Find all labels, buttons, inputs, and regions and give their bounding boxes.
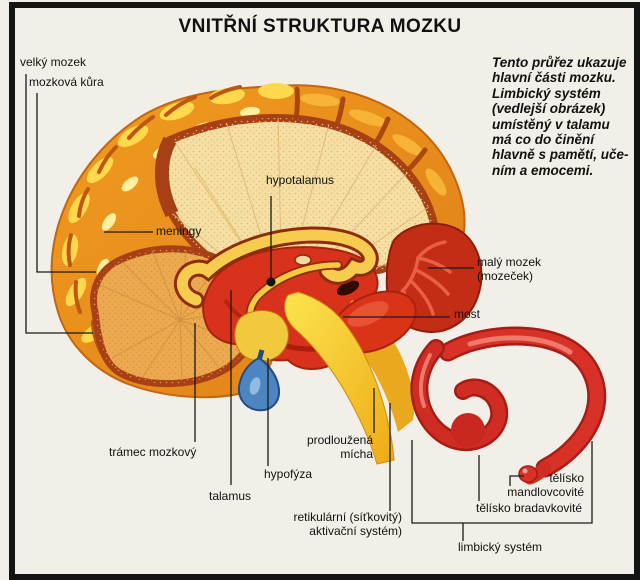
leader-mozkova-kura <box>36 93 96 273</box>
bracket-mandlovcovite <box>509 475 524 486</box>
label-telisko-bradavkovite: tělísko bradavkovité <box>476 501 583 515</box>
figure-title: VNITŘNÍ STRUKTURA MOZKU <box>178 16 462 37</box>
label-maly-mozek: malý mozek (mozeček) <box>477 255 542 283</box>
label-hypofyza: hypofýza <box>264 467 313 481</box>
leader-velky-mozek <box>25 74 93 334</box>
label-velky-mozek: velký mozek <box>20 55 87 69</box>
brainstem-shape <box>284 291 395 465</box>
label-tramec-mozkovy: trámec mozkový <box>109 445 197 459</box>
leader-lines <box>25 74 593 541</box>
label-prodlouzena-micha: prodloužená mícha <box>306 433 373 461</box>
pineal-cream-oval <box>294 254 312 266</box>
pituitary-gland-shape <box>238 349 281 412</box>
hypotalamus-dot <box>266 277 276 287</box>
label-telisko-mandlovcovite: tělísko mandlovcovité <box>507 471 584 499</box>
label-mozkova-kura: mozková kůra <box>29 75 104 89</box>
hypothalamus-region <box>234 310 289 362</box>
label-talamus: talamus <box>209 489 252 503</box>
corpus-callosum-band <box>173 226 379 309</box>
limbic-system-inset <box>410 326 607 485</box>
bracket-limbicky-system <box>411 440 593 524</box>
figure-description: Tento průřez ukazuje hlavní části mozku.… <box>492 55 629 178</box>
label-retikularni-system: retikulární (síťkovitý) aktivační systém… <box>293 510 402 538</box>
label-meningy: meningy <box>156 224 202 238</box>
label-most: most <box>454 307 481 321</box>
mammillary-bulb <box>451 413 485 447</box>
label-limbicky-system: limbický systém <box>458 540 543 554</box>
meninges-band <box>154 136 179 218</box>
label-hypotalamus: hypotalamus <box>266 173 335 187</box>
